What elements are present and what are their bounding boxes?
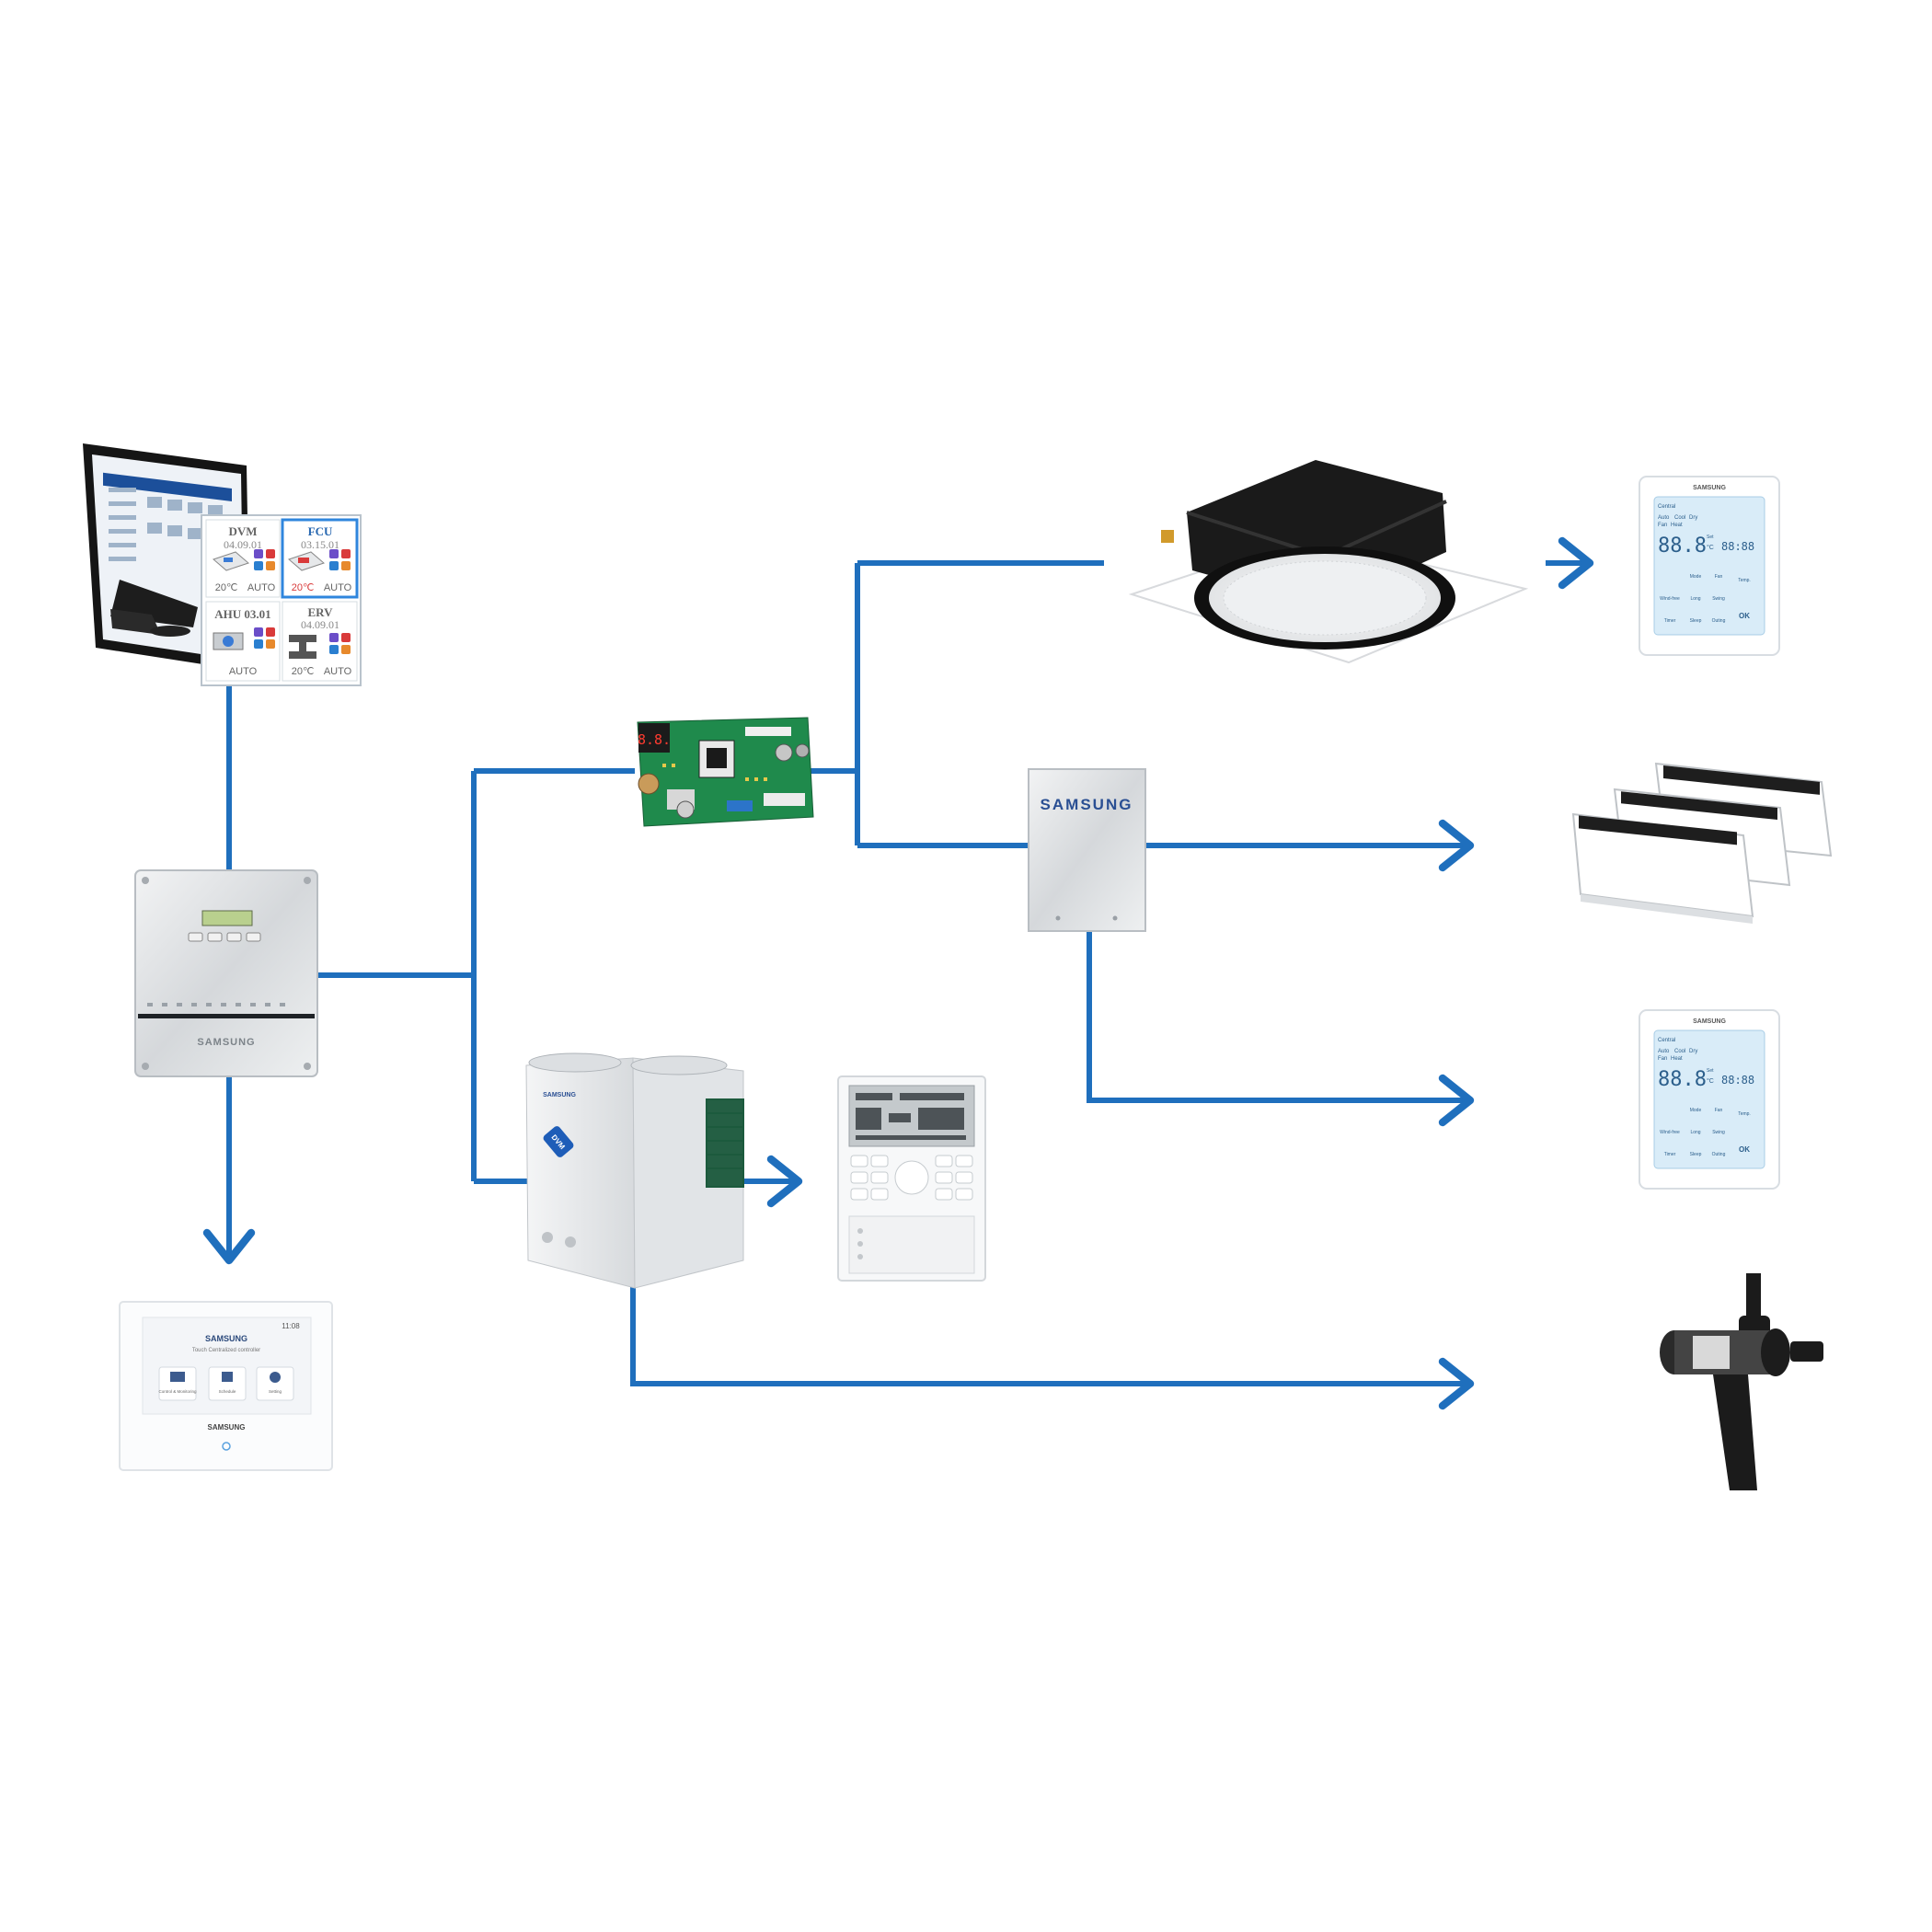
management-server-brand: SAMSUNG xyxy=(197,1037,255,1048)
svg-text:8.8.: 8.8. xyxy=(638,731,671,748)
wall-remote-controller-2: SAMSUNG Central Auto Cool Dry Fan Heat 8… xyxy=(1639,1009,1780,1190)
tile-dvm-code: 04.09.01 xyxy=(224,538,262,551)
tile-fcu[interactable]: FCU 03.15.01 20℃ AUTO xyxy=(281,518,359,599)
schedule-button[interactable]: Schedule xyxy=(208,1366,247,1401)
wall-remote-1-outing: Outing xyxy=(1712,618,1726,624)
tile-erv[interactable]: ERV 04.09.01 20℃ AUTO xyxy=(282,601,358,682)
wall-remote-2-mode: Mode xyxy=(1690,1108,1702,1113)
tile-dvm-temp: 20℃ xyxy=(215,582,238,593)
tile-dvm[interactable]: DVM 04.09.01 20℃ AUTO xyxy=(205,519,281,598)
wall-remote-1-digits: 88.8 xyxy=(1658,535,1707,558)
wall-remote-2-windfree: Wind-free xyxy=(1660,1130,1680,1135)
wired-remote-controller xyxy=(837,1075,986,1282)
tile-fcu-code: 03.15.01 xyxy=(301,538,339,551)
software-panel: DVM 04.09.01 20℃ AUTO FCU 03.15.01 20℃ A… xyxy=(201,514,362,686)
wall-remote-2-aux: 88:88 xyxy=(1721,1074,1754,1087)
touch-controller-footer-brand: SAMSUNG xyxy=(208,1423,246,1432)
wall-remote-1-cool: Cool xyxy=(1674,515,1685,521)
wall-remote-2-heat: Heat xyxy=(1671,1056,1683,1062)
ceiling-cassette xyxy=(1128,460,1529,664)
connectors xyxy=(202,536,1594,1410)
tile-erv-name: ERV xyxy=(308,605,334,619)
tile-ahu[interactable]: AHU 03.01 AUTO xyxy=(205,601,281,682)
wall-remote-1-set: Set xyxy=(1707,535,1714,540)
tile-erv-mode: AUTO xyxy=(324,666,352,677)
wall-remote-1-heat: Heat xyxy=(1671,523,1683,528)
wall-remote-1-long: Long xyxy=(1690,596,1700,602)
wall-remote-2-digits: 88.8 xyxy=(1658,1068,1707,1091)
wall-remote-1-mode: Mode xyxy=(1690,574,1702,580)
outdoor-unit-dvm: SAMSUNG DVM xyxy=(525,1052,744,1289)
tile-ahu-mode: AUTO xyxy=(229,666,258,677)
wall-remote-2-long: Long xyxy=(1690,1130,1700,1135)
touch-centralized-controller: 11:08 SAMSUNG Touch Centralized controll… xyxy=(119,1301,333,1471)
wall-remote-2-timer: Timer xyxy=(1664,1152,1676,1157)
tile-fcu-temp: 20℃ xyxy=(292,582,315,593)
wall-remote-1-unit: °C xyxy=(1707,544,1714,551)
wall-remote-1-temp: Temp. xyxy=(1738,578,1751,583)
interface-box-brand: SAMSUNG xyxy=(1041,796,1133,813)
wall-remote-2-set: Set xyxy=(1707,1068,1714,1074)
line-box-to-remote-2 xyxy=(1087,931,1475,1127)
setting-label: Setting xyxy=(269,1389,282,1394)
wall-remote-2-outing: Outing xyxy=(1712,1152,1726,1157)
wall-remote-2-unit: °C xyxy=(1707,1077,1714,1085)
wall-remote-1-fan: Fan xyxy=(1658,523,1667,528)
tile-fcu-name: FCU xyxy=(308,524,333,538)
wall-remote-controller-1: SAMSUNG Central Auto Cool Dry Fan Heat 8… xyxy=(1639,476,1780,656)
wall-remote-1-windfree: Wind-free xyxy=(1660,596,1680,602)
management-server: SAMSUNG xyxy=(134,869,318,1077)
tile-dvm-name: DVM xyxy=(228,524,257,538)
water-pump xyxy=(1660,1273,1823,1490)
wall-remote-1-ok: OK xyxy=(1739,612,1750,620)
schedule-label: Schedule xyxy=(219,1389,236,1394)
wall-remote-1-central: Central xyxy=(1658,504,1675,510)
wall-remote-2-fan: Fan xyxy=(1658,1056,1667,1062)
tile-dvm-mode: AUTO xyxy=(247,582,276,593)
outdoor-unit-brand: SAMSUNG xyxy=(543,1092,576,1098)
wall-remote-1-brand: SAMSUNG xyxy=(1693,485,1726,491)
wall-remote-2-swing: Swing xyxy=(1712,1130,1725,1135)
wall-remote-2-fan-btn: Fan xyxy=(1715,1108,1723,1113)
tile-erv-code: 04.09.01 xyxy=(301,618,339,631)
fan-coil-unit-front xyxy=(1571,812,1754,924)
line-outdoor-to-pump xyxy=(630,1279,1475,1410)
wall-remote-1-timer: Timer xyxy=(1664,618,1676,624)
tile-ahu-name: AHU 03.01 xyxy=(214,607,270,621)
gear-icon xyxy=(270,1372,281,1383)
wall-remote-2-cool: Cool xyxy=(1674,1049,1685,1054)
wall-remote-1-aux: 88:88 xyxy=(1721,540,1754,553)
wall-remote-2-temp: Temp. xyxy=(1738,1111,1751,1117)
touch-controller-time: 11:08 xyxy=(282,1322,300,1330)
wall-remote-1-auto: Auto xyxy=(1658,515,1670,521)
tile-erv-temp: 20℃ xyxy=(292,666,315,677)
wall-remote-2-dry: Dry xyxy=(1689,1049,1697,1054)
control-monitoring-label: Control & Monitoring xyxy=(158,1389,197,1394)
wall-remote-1-swing: Swing xyxy=(1712,596,1725,602)
wall-remote-1-sleep: Sleep xyxy=(1690,618,1702,624)
wall-remote-2-brand: SAMSUNG xyxy=(1693,1018,1726,1025)
tile-fcu-mode: AUTO xyxy=(324,582,352,593)
touch-controller-subtitle: Touch Centralized controller xyxy=(192,1348,260,1353)
wall-remote-2-ok: OK xyxy=(1739,1145,1750,1154)
interface-box: SAMSUNG xyxy=(1028,768,1146,932)
wall-remote-2-sleep: Sleep xyxy=(1690,1152,1702,1157)
fan-coil-units xyxy=(1571,762,1833,924)
setting-button[interactable]: Setting xyxy=(256,1366,294,1401)
power-icon[interactable] xyxy=(222,1442,231,1451)
wall-remote-1-dry: Dry xyxy=(1689,515,1697,521)
wall-remote-2-central: Central xyxy=(1658,1038,1675,1043)
control-monitoring-button[interactable]: Control & Monitoring xyxy=(158,1366,197,1401)
wall-remote-2-auto: Auto xyxy=(1658,1049,1670,1054)
touch-controller-brand: SAMSUNG xyxy=(205,1334,247,1343)
pcb-interface-module: 8.8. xyxy=(637,717,814,827)
wall-remote-1-fan-btn: Fan xyxy=(1715,574,1723,580)
